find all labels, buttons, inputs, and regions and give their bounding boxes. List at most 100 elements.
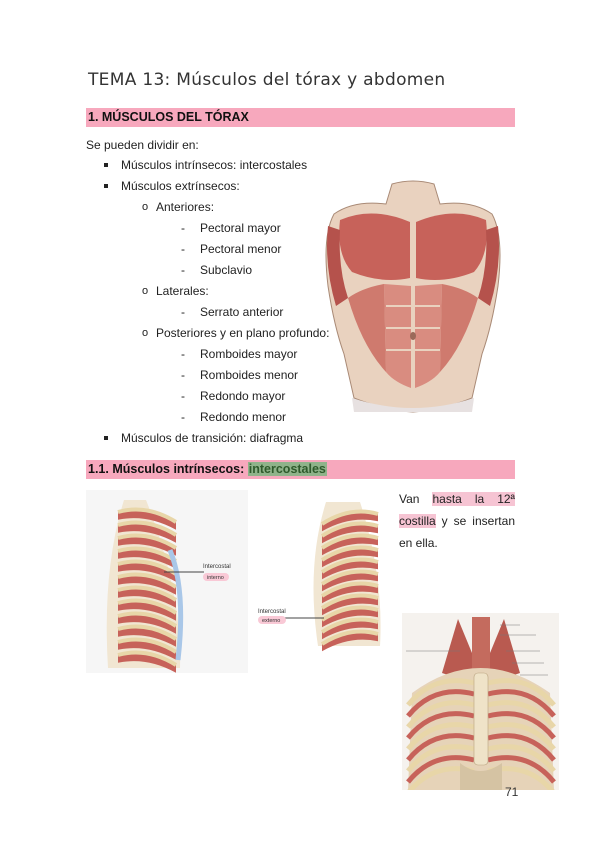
dash-bullet-icon: -: [181, 410, 185, 424]
intercostal-muscle-band: [322, 631, 378, 652]
dash-bullet-icon: -: [181, 221, 185, 235]
rib: [406, 711, 475, 740]
rib: [406, 689, 475, 718]
intro-text: Se pueden dividir en:: [86, 138, 199, 152]
dash-bullet-icon: -: [181, 305, 185, 319]
rib: [117, 637, 178, 654]
rib: [320, 521, 379, 538]
rib: [406, 722, 475, 751]
circle-bullet-icon: o: [142, 285, 149, 297]
rib: [320, 557, 379, 574]
ribcage-internal-intercostal-figure: Intercostal interno: [86, 490, 248, 673]
thorax-anterior-anatomy-figure: [402, 613, 559, 790]
rib: [487, 744, 556, 773]
intercostal-description: Van hasta la 12ª costilla y se insertan …: [399, 492, 516, 550]
rib: [487, 755, 556, 784]
rib: [320, 593, 379, 610]
list-item: -Subclavio: [100, 260, 329, 281]
rib: [487, 689, 556, 718]
rib: [320, 509, 379, 526]
intercostal-muscle-band: [322, 511, 378, 532]
rib: [117, 520, 178, 537]
page-title: TEMA 13: Músculos del tórax y abdomen: [88, 70, 446, 90]
rib: [487, 733, 556, 762]
rib: [406, 733, 475, 762]
list-item: -Romboides mayor: [100, 344, 329, 365]
figure-label-interno: interno: [207, 575, 224, 581]
list-item: -Serrato anterior: [100, 302, 329, 323]
rib: [117, 572, 178, 589]
rib: [117, 650, 178, 667]
rib: [406, 744, 475, 773]
intercostal-muscle-band: [322, 595, 378, 616]
circle-bullet-icon: o: [142, 327, 149, 339]
square-bullet-icon: [104, 436, 108, 440]
highlight-hasta-costilla: hasta la 12ª: [432, 492, 516, 506]
list-item: -Redondo mayor: [100, 386, 329, 407]
intercostal-muscle-band: [322, 619, 378, 640]
rib: [487, 678, 556, 707]
intercostal-muscle-band: [118, 574, 176, 595]
intercostal-muscle-band: [322, 571, 378, 592]
rib: [320, 605, 379, 622]
rib: [117, 624, 178, 641]
muscle-outline-list: Músculos intrínsecos: intercostales Músc…: [100, 155, 329, 449]
ribcage-external-intercostal-figure: Intercostal externo: [248, 496, 392, 658]
intercostal-muscle-band: [118, 548, 176, 569]
list-item: -Redondo menor: [100, 407, 329, 428]
list-item: -Pectoral menor: [100, 239, 329, 260]
rib: [320, 581, 379, 598]
section-heading-torax: 1. MÚSCULOS DEL TÓRAX: [86, 108, 515, 127]
square-bullet-icon: [104, 184, 108, 188]
rib: [406, 700, 475, 729]
intercostal-muscle-band: [322, 523, 378, 544]
rib: [320, 545, 379, 562]
circle-bullet-icon: o: [142, 201, 149, 213]
intercostal-muscle-band: [118, 561, 176, 582]
figure-label-externo: externo: [262, 618, 280, 624]
dash-bullet-icon: -: [181, 242, 185, 256]
intercostal-muscle-band: [322, 535, 378, 556]
square-bullet-icon: [104, 163, 108, 167]
torso-muscles-illustration: [322, 176, 504, 414]
intercostal-muscle-band: [118, 522, 176, 543]
rib: [320, 629, 379, 646]
intercostal-muscle-band: [118, 600, 176, 621]
intercostal-muscle-band: [118, 626, 176, 647]
intercostal-muscle-band: [118, 509, 176, 530]
rib: [320, 533, 379, 550]
list-item: Músculos extrínsecos:: [100, 176, 329, 197]
intercostal-muscle-band: [322, 559, 378, 580]
intercostal-muscle-band: [322, 583, 378, 604]
dash-bullet-icon: -: [181, 263, 185, 277]
list-item: -Pectoral mayor: [100, 218, 329, 239]
dash-bullet-icon: -: [181, 368, 185, 382]
intercostal-muscle-band: [118, 587, 176, 608]
rib: [487, 700, 556, 729]
rib: [406, 755, 475, 784]
rib: [487, 722, 556, 751]
highlight-intercostales: intercostales: [247, 462, 327, 476]
rib: [320, 617, 379, 634]
intercostal-muscle-band: [322, 607, 378, 628]
intercostal-muscle-band: [118, 652, 176, 673]
rib: [117, 507, 178, 524]
figure-label-intercostal: Intercostal: [203, 564, 231, 570]
rib: [117, 533, 178, 550]
list-item: Músculos de transición: diafragma: [100, 428, 329, 449]
intercostal-muscle-band: [118, 613, 176, 634]
highlight-costilla: costilla: [399, 514, 436, 528]
rib: [487, 711, 556, 740]
rib: [320, 569, 379, 586]
page-number: 71: [505, 785, 519, 799]
dash-bullet-icon: -: [181, 389, 185, 403]
rib: [117, 559, 178, 576]
rib: [117, 585, 178, 602]
rib: [117, 598, 178, 615]
dash-bullet-icon: -: [181, 347, 185, 361]
rib: [406, 678, 475, 707]
intercostal-muscle-band: [322, 547, 378, 568]
